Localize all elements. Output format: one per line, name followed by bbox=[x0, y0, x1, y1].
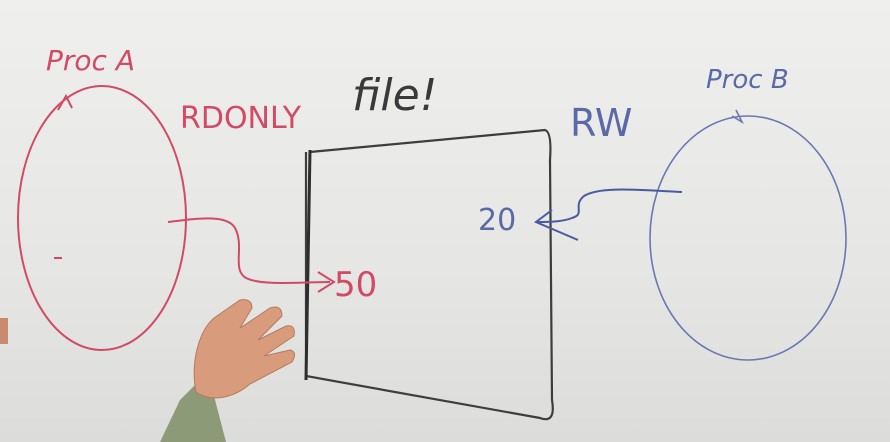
process-b-arrowhead bbox=[534, 209, 579, 241]
process-a-cycle-arrow bbox=[57, 93, 73, 111]
file-box-left-edge bbox=[304, 149, 312, 381]
process-a-circle bbox=[17, 85, 187, 351]
presenter-hand bbox=[160, 299, 296, 442]
process-b-offset: 20 bbox=[478, 203, 516, 238]
process-b-mode-label: RW bbox=[570, 101, 632, 145]
process-a-mode-label: RDONLY bbox=[180, 101, 302, 136]
process-b-circle bbox=[649, 115, 847, 361]
edge-object bbox=[0, 318, 8, 344]
file-label: file! bbox=[352, 70, 437, 121]
process-b-cycle-arrow bbox=[731, 109, 744, 125]
process-a-offset: 50 bbox=[334, 265, 377, 305]
process-a-arrowhead bbox=[317, 271, 336, 293]
process-b-pointer-arrow bbox=[537, 188, 683, 223]
process-a-pointer-arrow bbox=[167, 217, 331, 284]
process-a-label: Proc A bbox=[46, 44, 135, 77]
file-box bbox=[304, 128, 554, 421]
process-b-label: Proc B bbox=[706, 65, 789, 95]
